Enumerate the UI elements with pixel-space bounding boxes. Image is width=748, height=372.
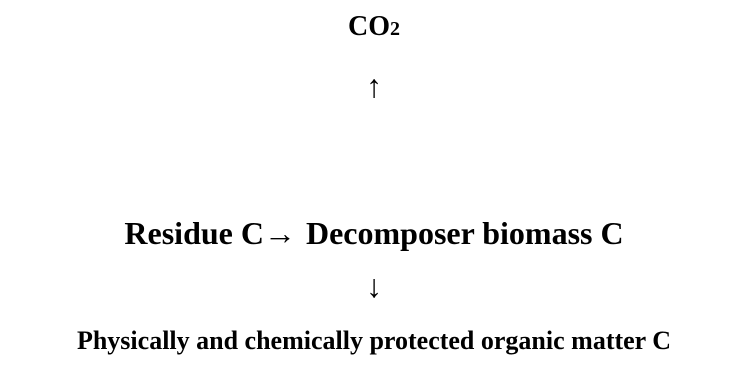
arrow-up: ↑ <box>366 68 382 104</box>
co2-subscript: 2 <box>390 18 400 40</box>
protected-organic-matter-node: Physically and chemically protected orga… <box>76 326 672 355</box>
arrow-down: ↓ <box>366 268 382 304</box>
arrow-right: → <box>263 215 296 251</box>
decomposer-biomass-node: Decomposer biomass C <box>305 215 624 251</box>
residue-c-node: Residue C <box>124 215 264 251</box>
co2-label: CO <box>348 11 390 42</box>
co2-node: CO2 <box>0 13 748 41</box>
main-flow-row: Residue C→Decomposer biomass C <box>0 217 748 249</box>
